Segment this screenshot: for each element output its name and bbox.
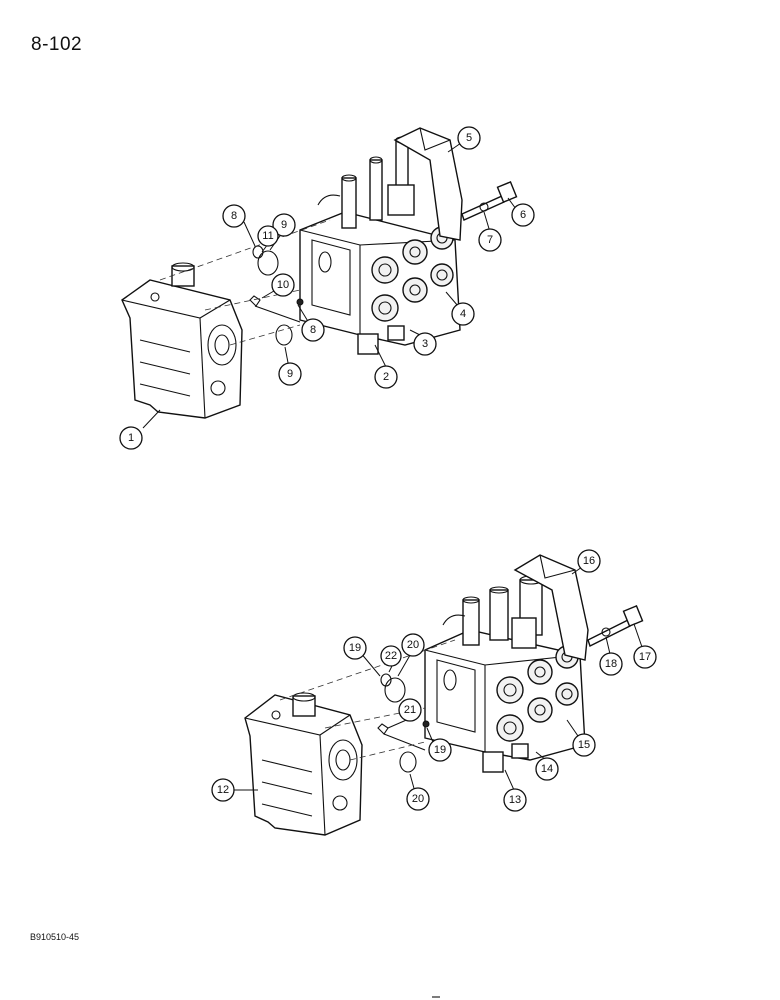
callout-11: 11 — [257, 225, 279, 247]
lower-bolt — [587, 605, 644, 647]
callout-8-lower: 8 — [301, 318, 325, 342]
upper-outlet-section — [393, 127, 463, 241]
svg-text:20: 20 — [412, 793, 424, 805]
svg-text:10: 10 — [277, 279, 289, 291]
svg-text:19: 19 — [349, 642, 361, 654]
callout-7: 7 — [478, 228, 502, 252]
svg-text:17: 17 — [639, 651, 651, 663]
svg-text:1: 1 — [128, 432, 134, 444]
callout-19-lower: 19 — [428, 738, 452, 762]
figure-code: B910510-45 — [30, 932, 80, 942]
callout-10: 10 — [271, 273, 295, 297]
svg-text:15: 15 — [578, 739, 590, 751]
svg-text:3: 3 — [422, 338, 428, 350]
upper-inlet-cover — [121, 262, 243, 419]
callout-22: 22 — [380, 645, 402, 667]
callout-18: 18 — [599, 652, 623, 676]
upper-assembly: 1 2 3 4 5 6 7 8 8 9 9 10 11 — [119, 126, 535, 450]
svg-text:11: 11 — [262, 230, 273, 242]
svg-text:4: 4 — [460, 308, 466, 320]
svg-text:22: 22 — [385, 650, 397, 662]
svg-text:8: 8 — [310, 324, 316, 336]
svg-text:18: 18 — [605, 658, 617, 670]
lower-outlet-section — [513, 554, 589, 661]
callout-15: 15 — [572, 733, 596, 757]
callout-19-upper: 19 — [343, 636, 367, 660]
callout-1: 1 — [119, 426, 143, 450]
callout-21: 21 — [398, 698, 422, 722]
svg-text:7: 7 — [487, 234, 493, 246]
callout-4: 4 — [451, 302, 475, 326]
callout-12: 12 — [211, 778, 235, 802]
svg-text:12: 12 — [217, 784, 229, 796]
callout-5: 5 — [457, 126, 481, 150]
lower-inlet-cover — [244, 692, 363, 836]
callout-14: 14 — [535, 757, 559, 781]
svg-text:8: 8 — [231, 210, 237, 222]
svg-text:14: 14 — [541, 763, 553, 775]
upper-bolt — [461, 181, 518, 221]
svg-text:5: 5 — [466, 132, 472, 144]
svg-text:21: 21 — [404, 704, 416, 716]
lower-seals — [377, 673, 430, 773]
callout-17: 17 — [633, 645, 657, 669]
callout-13: 13 — [503, 788, 527, 812]
callout-20-upper: 20 — [401, 633, 425, 657]
callout-20-lower: 20 — [406, 787, 430, 811]
page-number: 8-102 — [31, 34, 83, 55]
callout-16: 16 — [577, 549, 601, 573]
callout-9-upper: 9 — [272, 213, 296, 237]
callout-8-upper: 8 — [222, 204, 246, 228]
svg-text:19: 19 — [434, 744, 446, 756]
callout-2: 2 — [374, 365, 398, 389]
svg-text:9: 9 — [281, 219, 287, 231]
lower-assembly: 12 13 14 15 16 17 18 19 19 20 20 21 22 — [211, 549, 657, 836]
callout-9-lower: 9 — [278, 362, 302, 386]
svg-text:9: 9 — [287, 368, 293, 380]
upper-seals — [249, 245, 304, 346]
svg-text:20: 20 — [407, 639, 419, 651]
svg-text:6: 6 — [520, 209, 526, 221]
callout-3: 3 — [413, 332, 437, 356]
callout-6: 6 — [511, 203, 535, 227]
svg-text:2: 2 — [383, 371, 389, 383]
svg-text:13: 13 — [509, 794, 521, 806]
svg-text:16: 16 — [583, 555, 595, 567]
